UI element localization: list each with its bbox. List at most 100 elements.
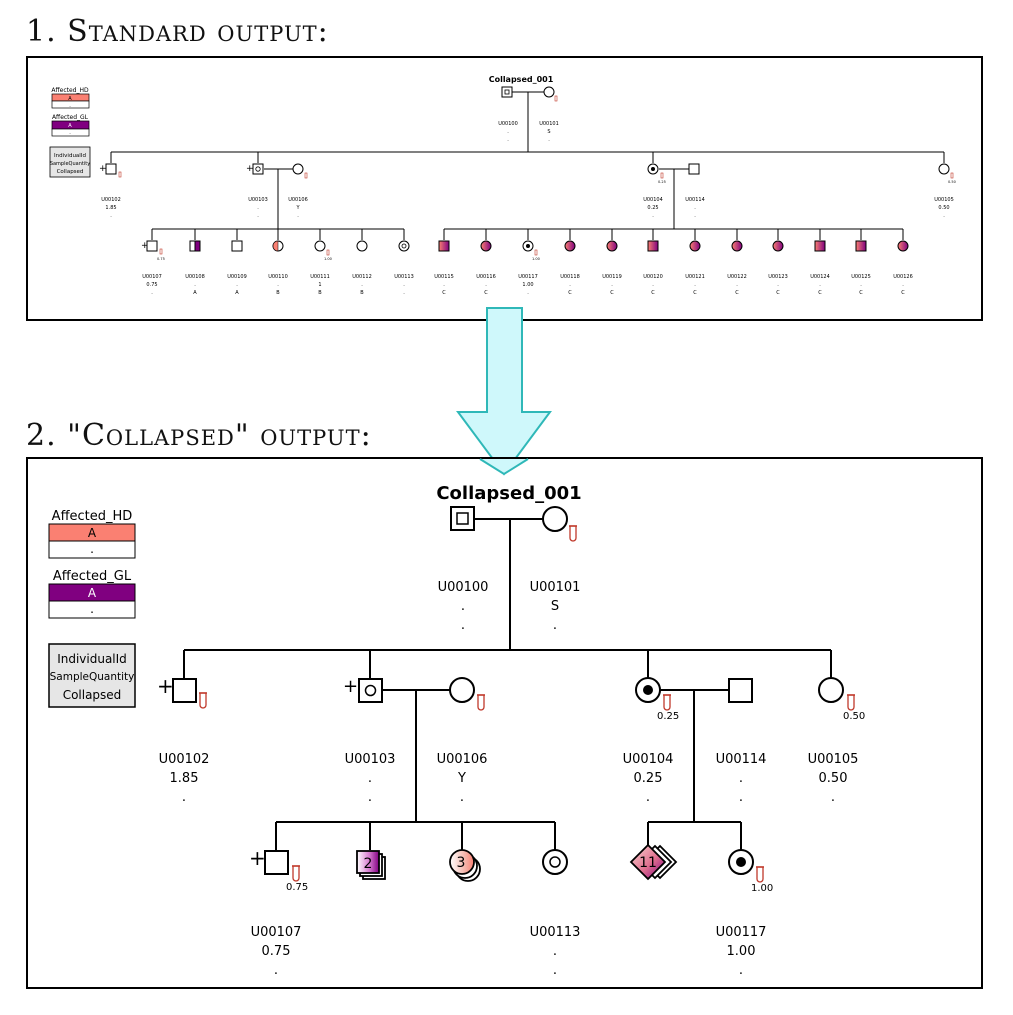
standard-label-u00124-l2: . [819, 282, 821, 288]
collapsed-label-u00103-l3: . [368, 790, 372, 805]
standard-sample-u00105: 0.50 [948, 180, 956, 184]
collapsed-label-u00101-l3: . [553, 618, 557, 633]
standard-node-u00116 [480, 240, 492, 252]
standard-label-u00122-id: U00122 [727, 274, 747, 280]
standard-node-u00114 [688, 163, 700, 175]
standard-node-u00123 [772, 240, 784, 252]
legend-affected-hd-title: Affected_HD [52, 509, 133, 524]
standard-label-u00113-id: U00113 [394, 274, 414, 280]
collapsed-label-u00100-l3: . [461, 618, 465, 633]
standard-label-u00109-id: U00109 [227, 274, 247, 280]
standard-node-u00108 [189, 240, 201, 252]
standard-node-u00102 [105, 163, 117, 175]
standard-label-u00122-l3: C [735, 290, 739, 296]
collapsed-founder-u00100 [450, 506, 475, 531]
standard-label-u00114-id: U00114 [685, 197, 705, 203]
standard-label-u00123-l3: C [776, 290, 780, 296]
collapsed-sample-u00105: 0.50 [843, 711, 865, 722]
standard-label-u00113-l2: . [403, 282, 405, 288]
tube-icon [660, 172, 664, 179]
standard-label-u00105-l3: . [943, 213, 945, 219]
collapsed-node-u00114 [728, 678, 753, 703]
standard-sample-u00111: 1.00 [324, 257, 332, 261]
standard-pedigree-lines [110, 91, 945, 240]
legend-key-sample: SampleQuantity [50, 671, 135, 683]
collapsed-label-u00113-l3: . [553, 963, 557, 978]
legend-key-collapsed: Collapsed [63, 688, 122, 702]
standard-label-u00109-l3: A [235, 290, 239, 296]
standard-node-u00103 [252, 163, 264, 175]
legend-key-sample: SampleQuantity [50, 161, 90, 167]
collapsed-label-u00113-id: U00113 [530, 925, 581, 940]
legend-affected-hd-value: A [68, 96, 72, 102]
standard-label-u00101-l3: . [548, 137, 550, 143]
standard-label-u00117-l2: 1.00 [522, 282, 533, 288]
standard-label-u00126-id: U00126 [893, 274, 913, 280]
legend-affected-hd-blank: . [90, 542, 94, 556]
standard-label-u00100-l3: . [507, 137, 509, 143]
standard-label-u00107-l2: 0.75 [146, 282, 157, 288]
collapsed-count-squares: 2 [364, 856, 373, 872]
standard-label-u00103-l3: . [257, 213, 259, 219]
tube-icon [199, 692, 207, 709]
standard-node-u00109 [231, 240, 243, 252]
standard-label-u00104-id: U00104 [643, 197, 663, 203]
standard-node-u00106 [292, 163, 304, 175]
collapsed-label-u00102-id: U00102 [159, 752, 210, 767]
collapsed-plus-mark: + [343, 676, 358, 697]
standard-legend: Affected_HD A . Affected_GL A . Individu… [49, 87, 91, 178]
standard-plus-mark: + [141, 241, 149, 251]
collapsed-pedigree-title: Collapsed_001 [436, 483, 581, 504]
standard-node-u00113 [398, 240, 410, 252]
standard-label-u00122-l2: . [736, 282, 738, 288]
standard-label-u00114-l3: . [694, 213, 696, 219]
standard-label-u00124-id: U00124 [810, 274, 830, 280]
legend-affected-gl-blank: . [69, 130, 71, 136]
collapsed-label-u00105-id: U00105 [808, 752, 859, 767]
standard-label-u00111-id: U00111 [310, 274, 330, 280]
collapsed-count-circles: 3 [457, 855, 466, 871]
standard-label-u00102-id: U00102 [101, 197, 121, 203]
standard-label-u00113-l3: . [403, 290, 405, 296]
standard-node-u00115 [438, 240, 450, 252]
standard-label-u00110-id: U00110 [268, 274, 288, 280]
collapsed-label-u00101-id: U00101 [530, 580, 581, 595]
standard-node-u00121 [689, 240, 701, 252]
standard-label-u00111-l3: B [318, 290, 322, 296]
standard-founder-u00100 [501, 86, 513, 98]
standard-node-u00111 [314, 240, 326, 252]
standard-node-u00124 [814, 240, 826, 252]
legend-affected-hd-blank: . [69, 103, 71, 109]
standard-label-u00108-l2: . [194, 282, 196, 288]
standard-label-u00120-l3: C [651, 290, 655, 296]
tube-icon [477, 694, 485, 711]
standard-node-u00107 [146, 240, 158, 252]
collapsed-label-u00103-l2: . [368, 771, 372, 786]
standard-node-u00104 [647, 163, 659, 175]
standard-label-u00104-l2: 0.25 [647, 205, 658, 211]
standard-label-u00121-l2: . [694, 282, 696, 288]
tube-icon [159, 248, 163, 255]
collapsed-label-u00102-l3: . [182, 790, 186, 805]
standard-label-u00119-id: U00119 [602, 274, 622, 280]
tube-icon [304, 172, 308, 179]
collapsed-label-u00114-l3: . [739, 790, 743, 805]
legend-key-box [49, 146, 91, 178]
standard-node-u00118 [564, 240, 576, 252]
standard-sample-u00107: 0.75 [157, 257, 165, 261]
standard-founder-u00101 [543, 86, 555, 98]
collapsed-output-panel [26, 457, 983, 989]
standard-label-u00125-id: U00125 [851, 274, 871, 280]
collapsed-label-u00104-id: U00104 [623, 752, 674, 767]
tube-icon [756, 866, 764, 883]
standard-label-u00102-l3: . [110, 213, 112, 219]
standard-label-u00118-id: U00118 [560, 274, 580, 280]
collapsed-label-u00106-l2: Y [457, 771, 466, 786]
standard-label-u00103-id: U00103 [248, 197, 268, 203]
collapsed-plus-mark: + [249, 846, 266, 870]
standard-label-u00108-l3: A [193, 290, 197, 296]
legend-key-collapsed: Collapsed [57, 169, 84, 175]
standard-label-u00102-l2: 1.85 [105, 205, 116, 211]
standard-label-u00120-l2: . [652, 282, 654, 288]
standard-label-u00115-id: U00115 [434, 274, 454, 280]
